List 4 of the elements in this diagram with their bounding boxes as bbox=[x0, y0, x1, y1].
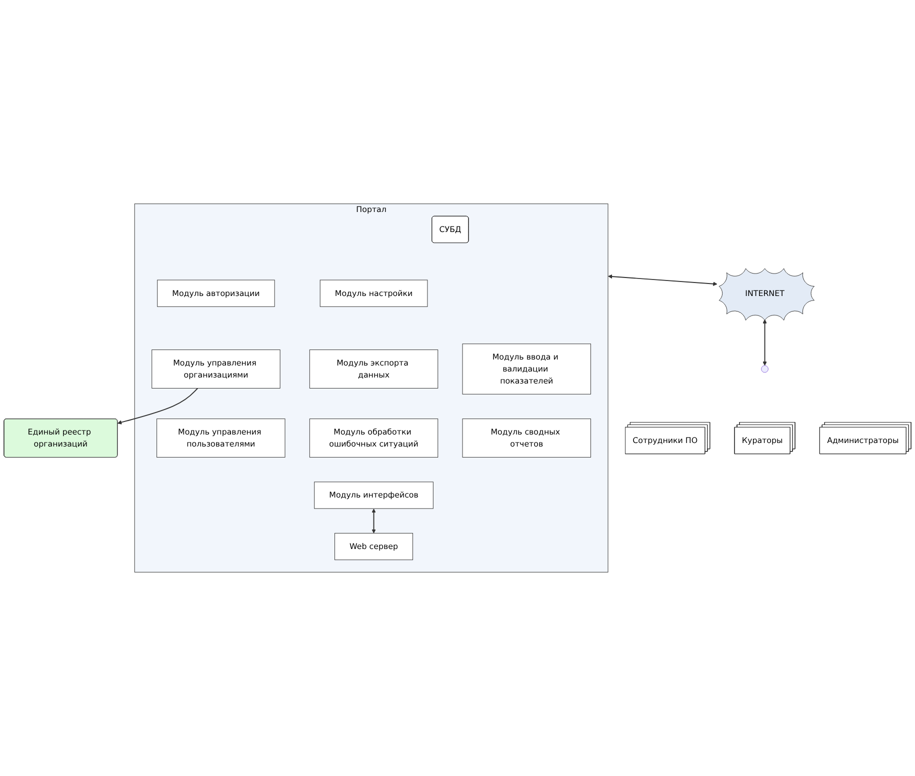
arrow bbox=[608, 274, 718, 286]
arrow bbox=[372, 508, 376, 534]
arrow bbox=[117, 388, 198, 424]
arrow bbox=[762, 319, 767, 366]
